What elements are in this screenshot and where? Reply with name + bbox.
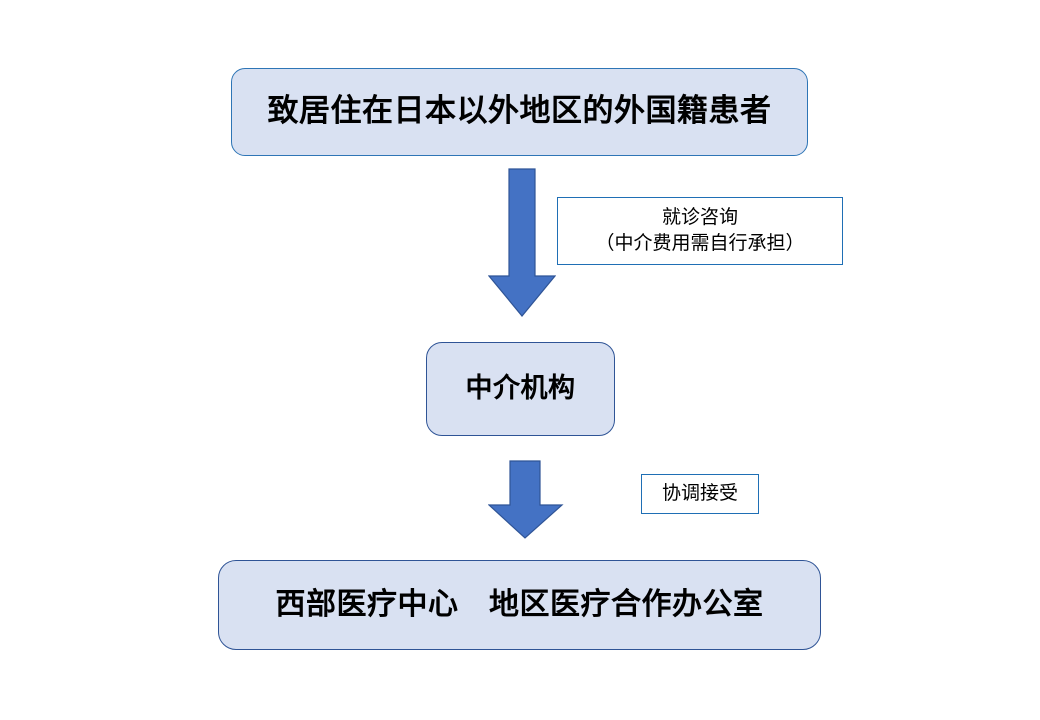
down-arrow-shape	[488, 168, 556, 317]
connector-label-consultation: 就诊咨询 （中介费用需自行承担）	[557, 197, 843, 265]
down-arrow-icon-coordination	[488, 460, 564, 539]
connector-label-consultation-text: 就诊咨询 （中介费用需自行承担）	[595, 206, 805, 254]
down-arrow-shape	[488, 460, 564, 539]
flow-node-source-label: 致居住在日本以外地区的外国籍患者	[267, 93, 772, 130]
flow-node-intermediary-label: 中介机构	[465, 373, 576, 405]
flow-node-destination[interactable]: 西部医疗中心 地区医疗合作办公室	[218, 560, 821, 650]
flow-node-destination-label: 西部医疗中心 地区医疗合作办公室	[275, 586, 764, 622]
down-arrow-icon-consultation	[488, 168, 556, 317]
connector-label-coordination: 协调接受	[641, 474, 759, 514]
flow-node-source[interactable]: 致居住在日本以外地区的外国籍患者	[231, 68, 808, 156]
flow-node-intermediary[interactable]: 中介机构	[426, 342, 615, 436]
connector-label-coordination-text: 协调接受	[661, 482, 738, 505]
